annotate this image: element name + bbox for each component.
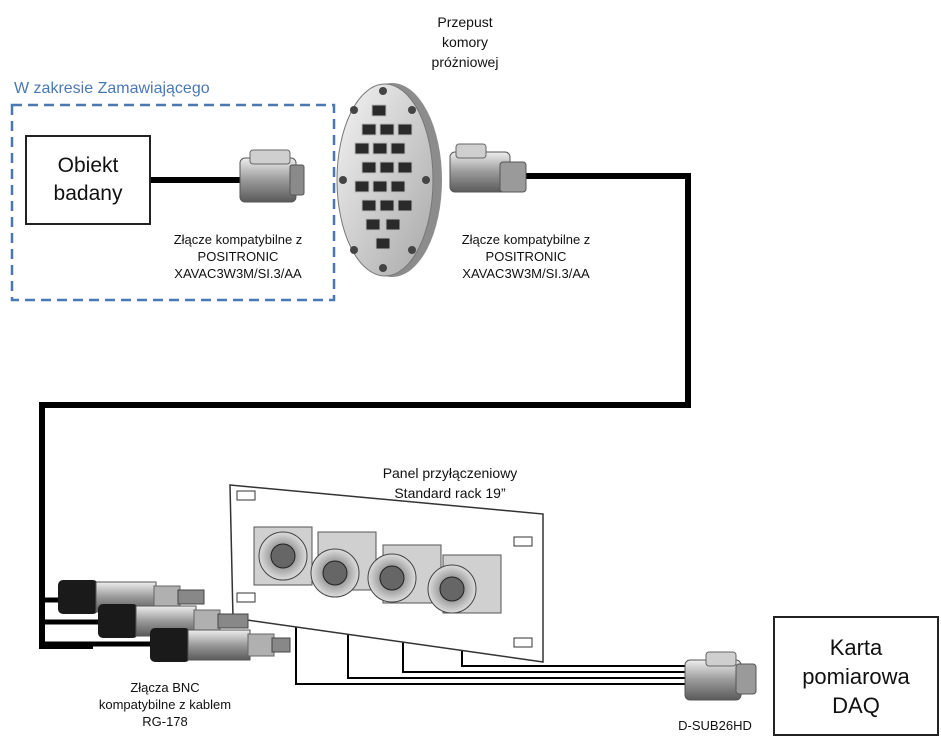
connector-left-label: Złącze kompatybilne z POSITRONIC XAVAC3W…: [173, 232, 303, 281]
customer-zone-title: W zakresie Zamawiającego: [14, 80, 210, 97]
feedthrough-label: Przepust komory próżniowej: [431, 14, 499, 70]
connector-left-image: [239, 149, 305, 203]
connector-right-image: [449, 143, 527, 193]
connector-right-label: Złącze kompatybilne z POSITRONIC XAVAC3W…: [461, 232, 591, 281]
object-box: Obiekt badany: [25, 135, 151, 225]
daq-box: Karta pomiarowa DAQ: [773, 616, 939, 736]
panel-label: Panel przyłączeniowy Standard rack 19”: [382, 465, 518, 501]
bnc-panel-jacks: [253, 526, 502, 614]
bnc-connectors-label: Złącza BNC kompatybilne z kablem RG-178: [98, 680, 232, 729]
bnc-plug-connectors: [58, 580, 291, 662]
dsub-connector-image: [684, 651, 757, 701]
feedthrough-image: [336, 83, 442, 277]
dsub-label: D-SUB26HD: [678, 718, 752, 733]
customer-zone-frame: [10, 103, 336, 302]
